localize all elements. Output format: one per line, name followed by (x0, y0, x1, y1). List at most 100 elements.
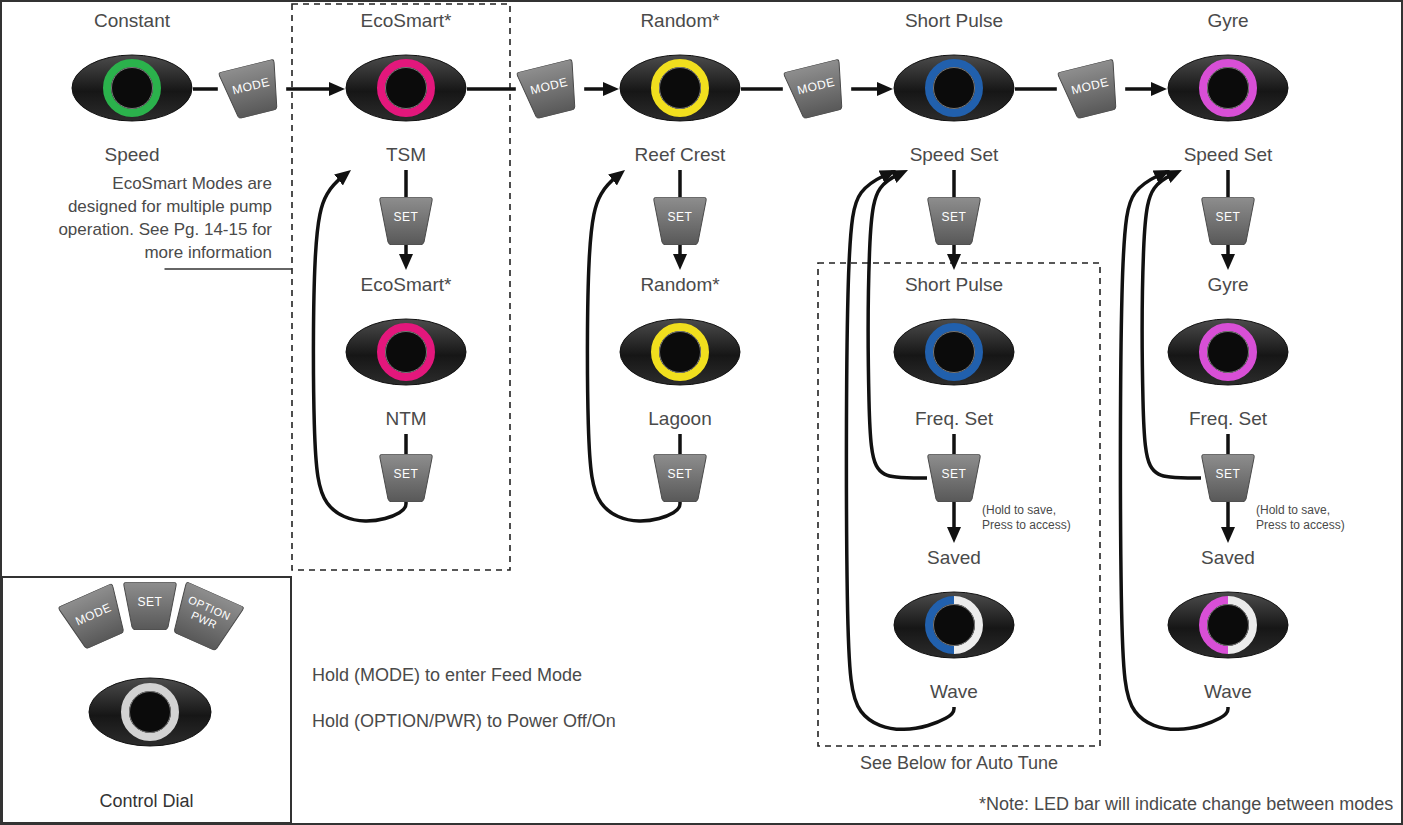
note-text: See Below for Auto Tune (860, 752, 1058, 775)
control-button: MODE (218, 59, 286, 122)
flow-connector (1015, 87, 1057, 91)
note-text: (Hold to save, Press to access) (1256, 503, 1364, 533)
button-face (928, 197, 980, 245)
dial-body (894, 55, 1014, 121)
dial-center (112, 68, 153, 109)
note-holder: Hold (OPTION/PWR) to Power Off/On (312, 710, 616, 733)
flow-connector (741, 87, 783, 91)
dial-symbol (619, 318, 741, 386)
button-face (1058, 59, 1125, 121)
mode-dial: SavedWave (1167, 543, 1289, 707)
dial-ring (1203, 327, 1253, 377)
flow-connector (193, 87, 218, 91)
dial-ring (929, 327, 979, 377)
mode-setting: Wave (1204, 681, 1252, 703)
flow-connector (846, 173, 954, 729)
leader-line (165, 268, 293, 270)
dial-ring (381, 63, 431, 113)
dial-center (934, 68, 975, 109)
dial-symbol (71, 54, 193, 122)
auto-tune-group-bracket (818, 263, 1100, 746)
button-label: SET (934, 211, 974, 232)
note-holder: (Hold to save, Press to access) (1256, 503, 1364, 533)
mode-setting: Reef Crest (635, 144, 726, 166)
dial-center (934, 605, 975, 646)
flow-connector (1226, 502, 1230, 536)
dial-body (1168, 592, 1288, 658)
control-button: MODE (516, 59, 584, 122)
button-face (784, 59, 851, 121)
flow-connector (952, 502, 956, 536)
button-label: SET (1208, 468, 1248, 489)
flow-connector (851, 87, 886, 91)
control-button: SET (379, 197, 433, 245)
dial-symbol (345, 54, 467, 122)
mode-dial: Random* Reef Crest (619, 6, 741, 170)
dial-symbol (619, 54, 741, 122)
flow-connector (1226, 170, 1230, 197)
mode-dial: GyreSpeed Set (1167, 6, 1289, 170)
dial-body (1168, 55, 1288, 121)
note-holder: See Below for Auto Tune (860, 752, 1058, 775)
mode-dial: Random* Lagoon (619, 270, 741, 434)
control-button: SET (1201, 454, 1255, 502)
mode-name: Constant (94, 10, 170, 32)
flow-connector (1226, 434, 1230, 454)
button-face (928, 454, 980, 502)
control-dial-panel: Control DialMODESETOPTION PWR (1, 576, 292, 824)
button-label: SET (386, 468, 426, 489)
dial-ring (125, 687, 175, 737)
mode-name: Random* (640, 10, 719, 32)
dial-symbol (1167, 54, 1289, 122)
mode-name: EcoSmart* (361, 274, 452, 296)
dial-center (660, 332, 701, 373)
control-button: SET (1201, 197, 1255, 245)
flow-connector (1125, 87, 1160, 91)
control-button: SET (123, 582, 177, 630)
dial-body (894, 592, 1014, 658)
flow-connector (678, 245, 682, 263)
mode-dial: ConstantSpeed (71, 6, 193, 170)
mode-setting: Wave (930, 681, 978, 703)
dial-body (620, 319, 740, 385)
mode-setting: Lagoon (648, 408, 711, 430)
button-label: SET (386, 211, 426, 232)
mode-name: EcoSmart* (361, 10, 452, 32)
dial-center (660, 68, 701, 109)
mode-setting: Speed Set (1184, 144, 1273, 166)
flow-connector (584, 87, 612, 91)
dial-center (1208, 68, 1249, 109)
control-button: SET (653, 454, 707, 502)
button-label: SET (130, 596, 170, 617)
note-holder: Hold (MODE) to enter Feed Mode (312, 664, 582, 687)
control-button: MODE (1057, 59, 1125, 122)
dial-ring (929, 63, 979, 113)
mode-setting: Speed Set (910, 144, 999, 166)
dial-center (386, 68, 427, 109)
button-face (58, 583, 132, 652)
button-label: SET (660, 211, 700, 232)
button-face (219, 59, 286, 121)
button-label: SET (660, 468, 700, 489)
dial-symbol (345, 318, 467, 386)
flow-connector (404, 434, 408, 454)
button-face (517, 59, 584, 121)
flow-connector (1226, 245, 1230, 263)
button-face (166, 582, 244, 655)
mode-dial: SavedWave (893, 543, 1015, 707)
mode-name: Saved (1201, 547, 1255, 569)
dial-center (130, 692, 171, 733)
dial-center (1208, 605, 1249, 646)
mode-setting: Speed (105, 144, 160, 166)
button-face (1202, 454, 1254, 502)
control-button: SET (927, 454, 981, 502)
dial-ring (655, 63, 705, 113)
flow-connector (952, 245, 956, 263)
mode-name: Short Pulse (905, 10, 1003, 32)
dial-center (934, 332, 975, 373)
dial-body (346, 319, 466, 385)
note-holder: (Hold to save, Press to access) (982, 503, 1090, 533)
mode-name: Random* (640, 274, 719, 296)
dial-symbol (893, 318, 1015, 386)
